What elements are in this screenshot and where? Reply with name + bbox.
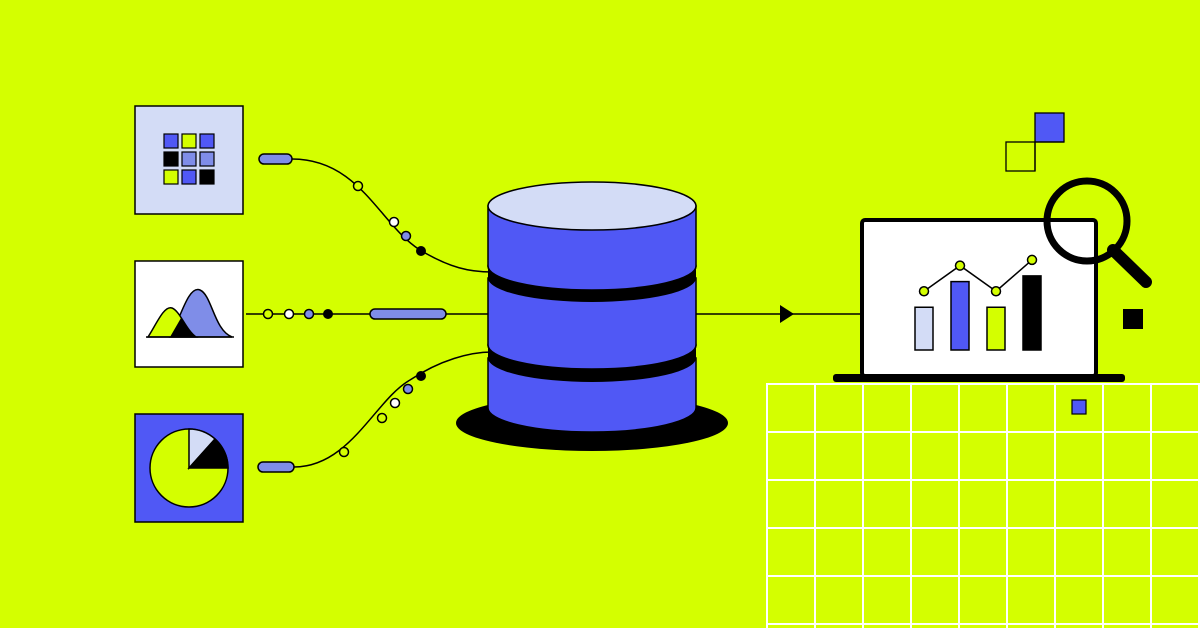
background-grid bbox=[766, 383, 1200, 628]
mini-chart-bar bbox=[986, 306, 1006, 351]
mini-chart-point bbox=[990, 286, 1002, 297]
connector-dot bbox=[416, 371, 426, 381]
connector-dot bbox=[283, 308, 295, 320]
mini-chart-bar bbox=[1022, 275, 1042, 351]
source-card-distribution bbox=[134, 260, 244, 368]
connector-pill-top bbox=[258, 153, 293, 165]
laptop-base bbox=[833, 374, 1125, 382]
laptop-bar-chart-icon bbox=[833, 218, 1125, 382]
connector-pill-middle bbox=[369, 308, 447, 320]
grid-squares-icon bbox=[163, 133, 215, 185]
connector-dot bbox=[262, 308, 274, 320]
mini-chart-point bbox=[918, 286, 930, 297]
decorative-square-blue bbox=[1071, 399, 1087, 415]
laptop-screen bbox=[860, 218, 1098, 378]
connector-dot bbox=[388, 216, 400, 228]
connector-bottom bbox=[293, 351, 493, 468]
mini-chart-bar bbox=[950, 280, 970, 351]
mini-chart-trend-line bbox=[923, 259, 1033, 293]
decorative-square-black bbox=[1123, 309, 1143, 329]
mini-bar-chart bbox=[914, 254, 1042, 351]
connector-dot bbox=[338, 446, 350, 458]
connector-dot bbox=[416, 246, 426, 256]
arrow-head-icon bbox=[780, 305, 794, 323]
connector-dot bbox=[400, 230, 412, 242]
connector-dot bbox=[303, 308, 315, 320]
connector-dot bbox=[323, 309, 333, 319]
mini-chart-bar bbox=[914, 306, 934, 351]
database-cylinder-icon bbox=[456, 181, 728, 451]
pie-chart-icon bbox=[149, 428, 229, 508]
magnifier-icon bbox=[1043, 177, 1152, 288]
connector-dot bbox=[352, 180, 364, 192]
database-top bbox=[487, 181, 697, 231]
connector-dot bbox=[389, 397, 401, 409]
connector-pill-bottom bbox=[257, 461, 295, 473]
connector-dot bbox=[376, 412, 388, 424]
mini-chart-point bbox=[1026, 254, 1038, 266]
source-card-pie bbox=[134, 413, 244, 523]
source-card-grid bbox=[134, 105, 244, 215]
distribution-curve-icon bbox=[146, 288, 234, 338]
decorative-squares bbox=[1005, 112, 1065, 172]
mini-chart-point bbox=[954, 260, 966, 271]
connector-dot bbox=[402, 383, 414, 395]
